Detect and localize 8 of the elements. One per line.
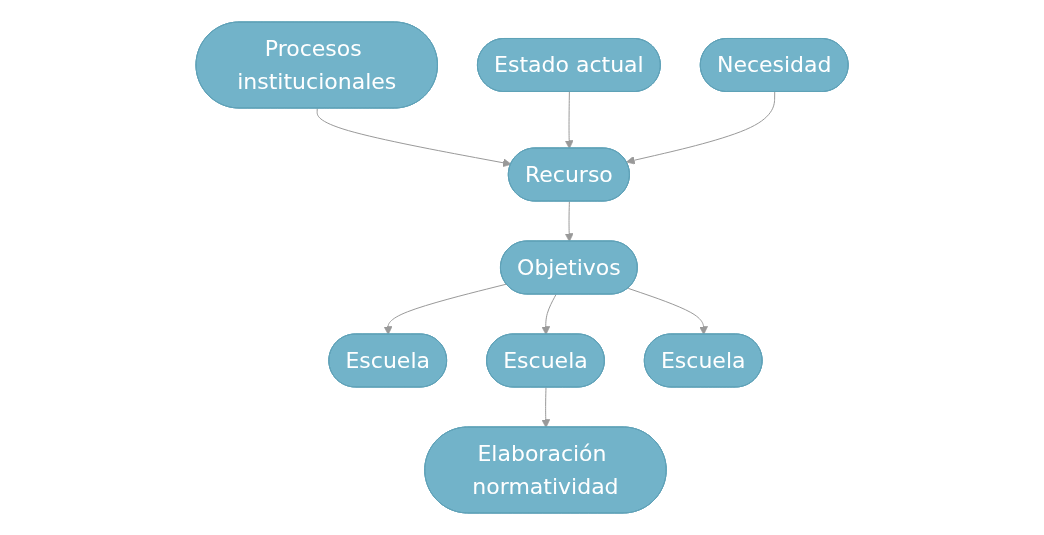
arrow (541, 387, 551, 428)
arrow (627, 287, 708, 335)
arrow (564, 91, 574, 149)
arrow (383, 283, 507, 335)
arrow (316, 108, 512, 168)
arrow (626, 91, 776, 165)
arrow (564, 201, 574, 242)
arrow (541, 294, 557, 335)
